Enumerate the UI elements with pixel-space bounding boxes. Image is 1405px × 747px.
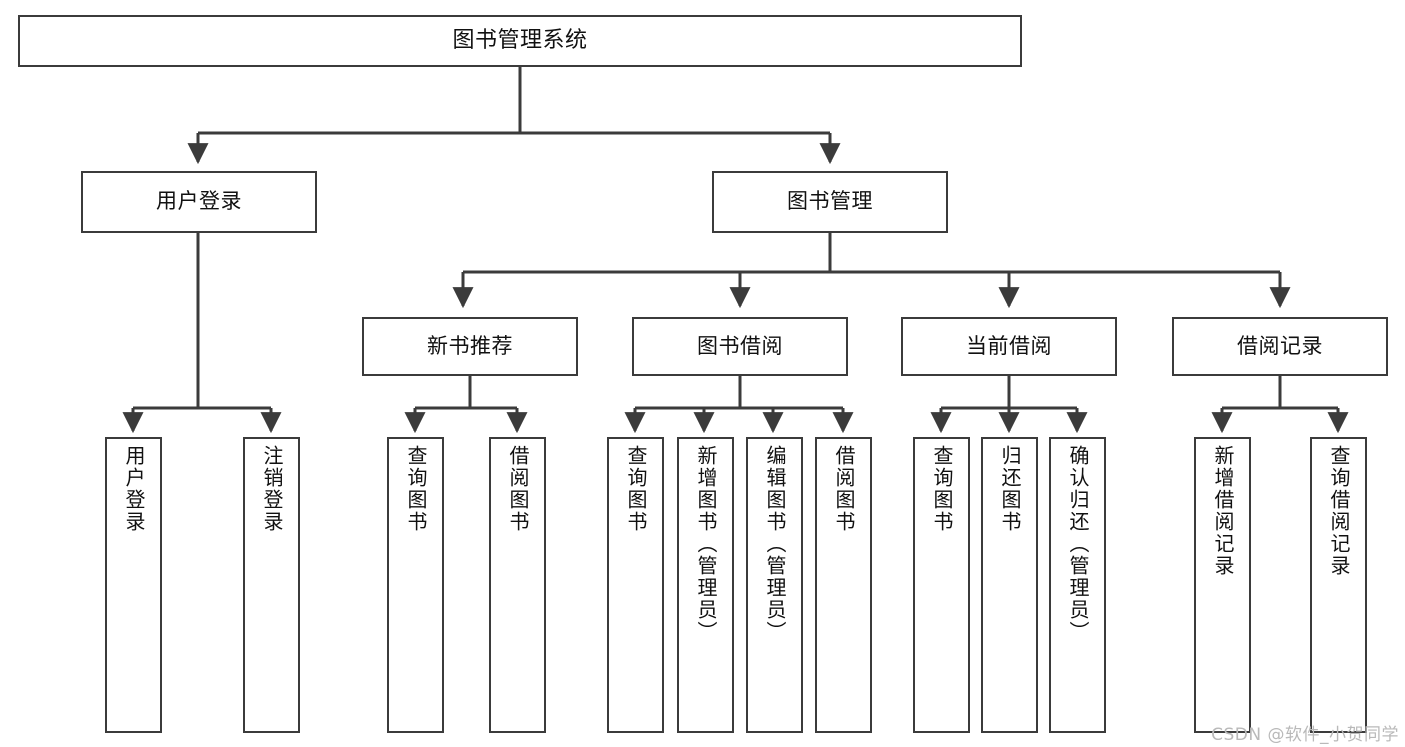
leaf-recommend-query-book[interactable]: 查询图书: [387, 437, 444, 733]
node-label: 图书借阅: [697, 333, 783, 358]
node-label: 查询图书: [930, 445, 954, 533]
leaf-current-return-book[interactable]: 归还图书: [981, 437, 1038, 733]
leaf-current-query-book[interactable]: 查询图书: [913, 437, 970, 733]
node-label: 用户登录: [122, 445, 146, 533]
leaf-borrow-edit-book-admin[interactable]: 编辑图书（管理员）: [746, 437, 803, 733]
node-label: 用户登录: [156, 189, 242, 214]
node-label: 查询借阅记录: [1327, 445, 1351, 577]
node-current-borrow[interactable]: 当前借阅: [901, 317, 1117, 376]
leaf-borrow-add-book-admin[interactable]: 新增图书（管理员）: [677, 437, 734, 733]
node-borrow-record[interactable]: 借阅记录: [1172, 317, 1388, 376]
node-label: 新增图书（管理员）: [694, 445, 718, 643]
leaf-borrow-query-book[interactable]: 查询图书: [607, 437, 664, 733]
node-new-book-recommend[interactable]: 新书推荐: [362, 317, 578, 376]
node-book-management[interactable]: 图书管理: [712, 171, 948, 233]
node-label: 借阅图书: [506, 445, 530, 533]
leaf-user-login-login[interactable]: 用户登录: [105, 437, 162, 733]
leaf-record-add-record[interactable]: 新增借阅记录: [1194, 437, 1251, 733]
node-label: 查询图书: [624, 445, 648, 533]
node-label: 图书管理: [787, 189, 873, 214]
node-label: 查询图书: [404, 445, 428, 533]
node-label: 当前借阅: [966, 333, 1052, 358]
node-label: 归还图书: [998, 445, 1022, 533]
node-label: 注销登录: [260, 445, 284, 533]
node-label: 新增借阅记录: [1211, 445, 1235, 577]
node-label: 确认归还（管理员）: [1066, 445, 1090, 643]
node-label: 借阅图书: [832, 445, 856, 533]
leaf-recommend-borrow-book[interactable]: 借阅图书: [489, 437, 546, 733]
node-label: 编辑图书（管理员）: [763, 445, 787, 643]
csdn-watermark: CSDN @软件_小贺同学: [1211, 725, 1399, 745]
node-root-system[interactable]: 图书管理系统: [18, 15, 1022, 67]
node-label: 图书管理系统: [452, 27, 588, 53]
node-label: 新书推荐: [427, 333, 513, 358]
node-book-borrow[interactable]: 图书借阅: [632, 317, 848, 376]
leaf-user-login-logout[interactable]: 注销登录: [243, 437, 300, 733]
node-label: 借阅记录: [1237, 333, 1323, 358]
leaf-borrow-borrow-book[interactable]: 借阅图书: [815, 437, 872, 733]
leaf-current-confirm-return-admin[interactable]: 确认归还（管理员）: [1049, 437, 1106, 733]
leaf-record-query-record[interactable]: 查询借阅记录: [1310, 437, 1367, 733]
node-user-login[interactable]: 用户登录: [81, 171, 317, 233]
